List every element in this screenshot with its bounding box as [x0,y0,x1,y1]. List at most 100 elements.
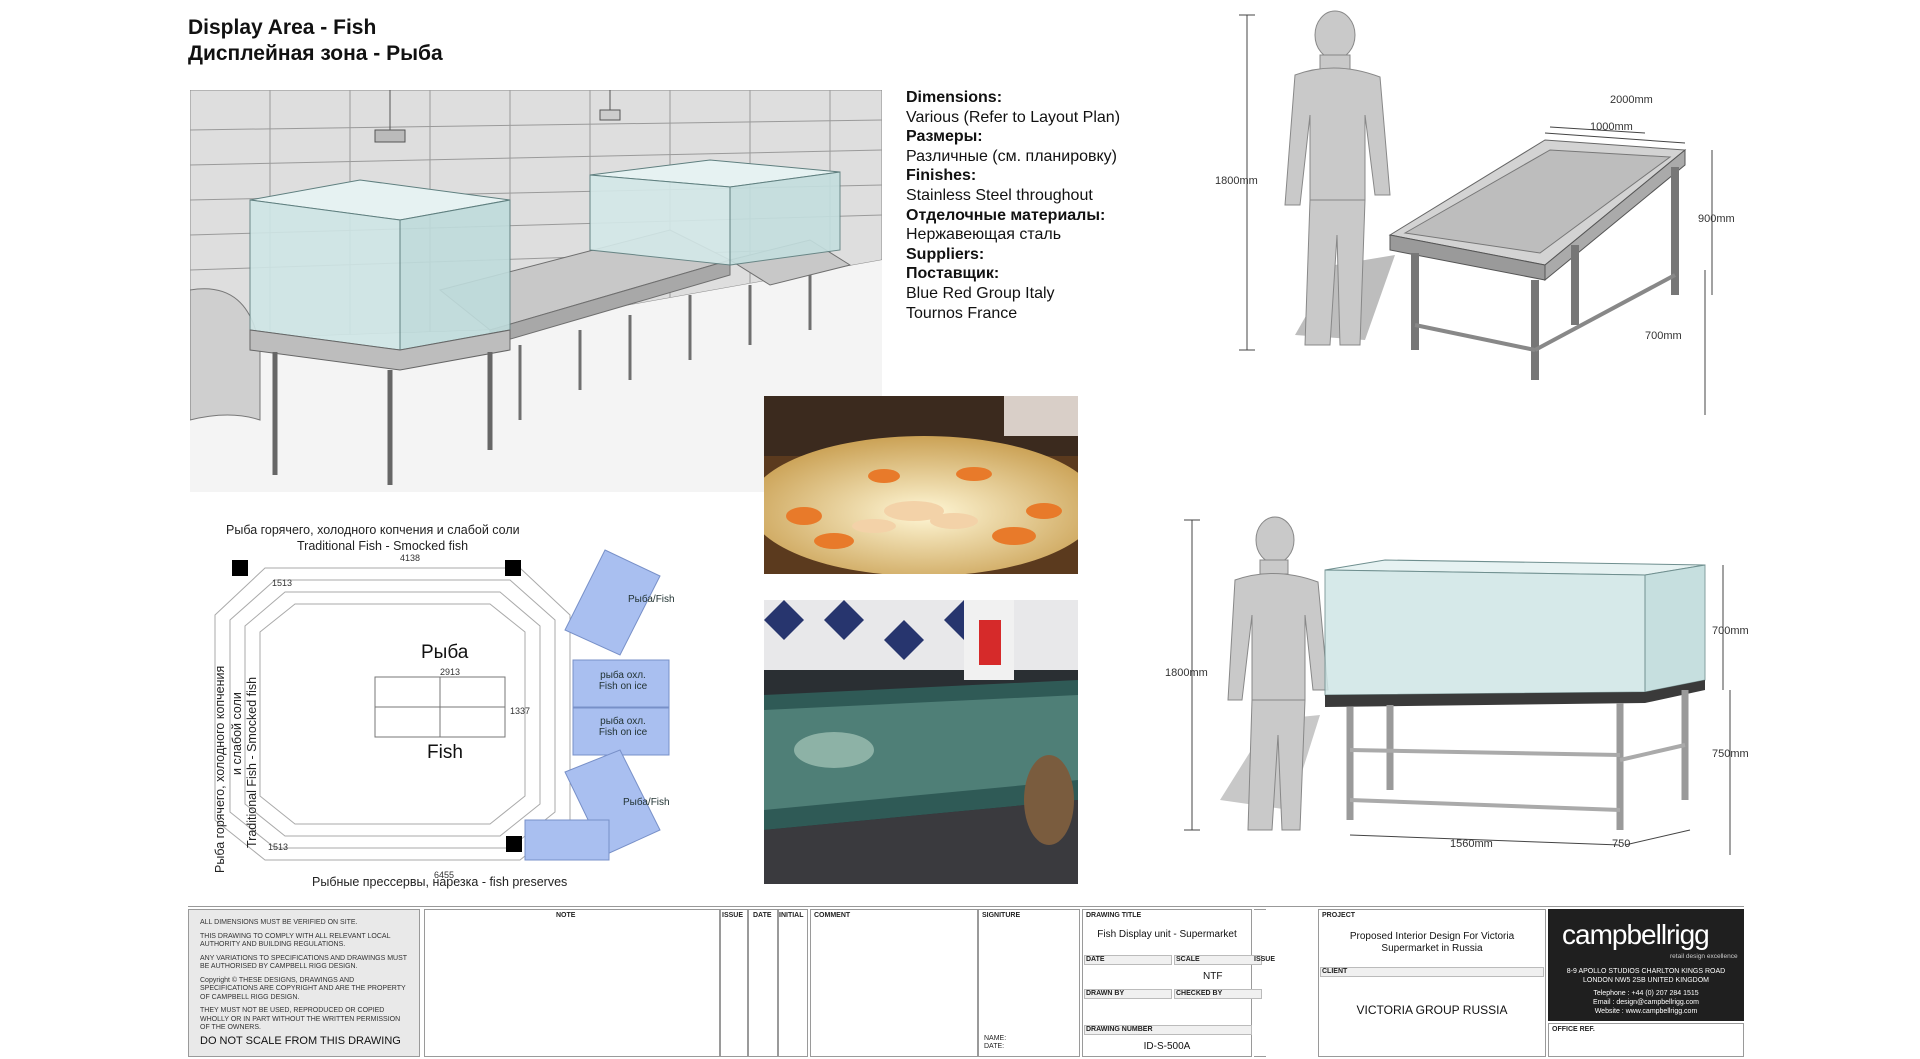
dim-bottom-depth: 750 [1612,838,1631,850]
plan-dim-left-top: 1513 [272,578,293,588]
dim-top-width: 1000mm [1590,121,1633,133]
spec-finishes-label-ru: Отделочные материалы: [906,206,1106,224]
plan-dim-left-bottom: 1513 [268,842,289,852]
issue-spacer [1254,909,1266,1057]
company-phone: Telephone : +44 (0) 207 284 1515 [1593,990,1699,997]
note-4: Copyright © THESE DESIGNS, DRAWINGS AND … [200,976,406,1001]
scale-value: NTF [1203,971,1223,982]
plan-box-ice-2-en: Fish on ice [598,727,648,738]
plan-dim-bottom: 6455 [434,870,455,880]
plan-top-label-en: Traditional Fish - Smocked fish [297,539,469,553]
col-date-header: DATE [753,912,772,919]
note-2: THIS DRAWING TO COMPLY WITH ALL RELEVANT… [200,932,391,949]
plan-box-ice-2: рыба охл. Fish on ice [598,716,648,738]
drawn-by-cell [1084,989,1172,999]
drawing-number-cell [1084,1025,1252,1035]
client-name: VICTORIA GROUP RUSSIA [1356,1003,1508,1017]
note-3: ANY VARIATIONS TO SPECIFICATIONS AND DRA… [200,954,407,971]
plan-box-ice-1: рыба охл. Fish on ice [598,670,648,692]
comment-column [810,909,978,1057]
drawing-title-label: DRAWING TITLE [1086,912,1142,919]
spec-supplier-1: Blue Red Group Italy [906,284,1055,302]
note-5: THEY MUST NOT BE USED, REPRODUCED OR COP… [200,1007,401,1031]
plan-box-ice-1-ru: рыба охл. [600,670,646,681]
company-logo-panel: campbellrigg retail design excellence 8-… [1548,909,1744,1021]
spec-finishes-label: Finishes: [906,167,977,185]
company-website: Website : www.campbellrigg.com [1594,1008,1698,1015]
notes-text: ALL DIMENSIONS MUST BE VERIFIED ON SITE.… [200,919,410,1033]
company-address: 8-9 APOLLO STUDIOS CHARLTON KINGS ROAD L… [1548,967,1744,1016]
checked-by-label: CHECKED BY [1176,990,1223,997]
company-logo-tagline: retail design excellence [1670,953,1738,960]
photo-fish-on-ice [764,396,1078,574]
dim-top-length: 2000mm [1610,94,1653,106]
plan-box-ice-2-ru: рыба охл. [600,716,646,727]
plan-dim-inner-height: 1337 [510,706,531,716]
spec-finishes-value-ru: Нержавеющая сталь [906,226,1062,244]
drawing-title: Fish Display unit - Supermarket [1097,929,1237,940]
date-column [748,909,778,1057]
spec-suppliers-label-ru: Поставщик: [906,265,1000,283]
page-title-ru: Дисплейная зона - Рыба [188,42,443,65]
dim-top-total-height: 900mm [1698,213,1735,225]
company-email: Email : design@campbellrigg.com [1593,999,1699,1006]
drawn-by-label: DRAWN BY [1086,990,1125,997]
client-cell [1320,967,1544,977]
photo-aquarium [764,600,1078,884]
dim-bottom-base-height: 750mm [1712,748,1749,760]
perspective-render [189,89,883,492]
col-initial-header: INITIAL [779,912,804,919]
spec-supplier-2: Tournos France [906,304,1018,322]
plan-side-label-en: Traditional Fish - Smocked fish [245,676,259,848]
address-line-1: 8-9 APOLLO STUDIOS CHARLTON KINGS ROAD [1566,968,1726,975]
issue-label: ISSUE [1254,956,1276,963]
plan-box-fish-top: Рыба/Fish [628,594,675,605]
date-cell [1084,955,1172,965]
project-line-2: Supermarket in Russia [1381,943,1483,954]
floor-plan [190,520,710,900]
unit-drawing-top [1215,5,1745,425]
unit-drawing-bottom [1160,500,1750,865]
project-label: PROJECT [1322,912,1356,919]
page-title-en: Display Area - Fish [188,16,377,39]
dim-bottom-tank-height: 700mm [1712,625,1749,637]
plan-top-label-ru: Рыба горячего, холодного копчения и слаб… [226,523,520,537]
company-logo-name: campbellrigg [1562,919,1710,950]
col-comment-header: COMMENT [814,912,851,919]
signature-name-label: NAME: [984,1035,1007,1042]
spec-dimensions-label: Dimensions: [906,89,1003,106]
spec-dimensions-label-ru: Размеры: [906,128,983,146]
address-line-2: LONDON NW5 2SB UNITED KINGDOM [1582,977,1709,984]
drawing-number: ID-S-500A [1143,1041,1191,1052]
scale-label: SCALE [1176,956,1200,963]
no-scale-warning: DO NOT SCALE FROM THIS DRAWING [200,1035,401,1047]
dim-top-leg-height: 700mm [1645,330,1682,342]
notes-panel [188,909,420,1057]
plan-box-ice-1-en: Fish on ice [598,681,648,692]
title-block: ALL DIMENSIONS MUST BE VERIFIED ON SITE.… [188,906,1744,1059]
project-text: Proposed Interior Design For Victoria Su… [1320,931,1544,955]
checked-by-cell [1174,989,1262,999]
floor-plan-svg [214,549,670,861]
plan-bottom-label: Рыбные прессервы, нарезка - fish preserv… [312,875,568,889]
dim-bottom-person-height: 1800mm [1165,667,1208,679]
client-label: CLIENT [1322,968,1348,975]
spec-dimensions-value: Various (Refer to Layout Plan) [906,108,1121,126]
drawing-number-label: DRAWING NUMBER [1086,1026,1153,1033]
note-column [424,909,720,1057]
plan-side-label-ru2: и слабой соли [230,692,244,775]
plan-dim-inner-width: 2913 [440,667,461,677]
scale-cell [1174,955,1262,965]
plan-center-label-ru: Рыба [421,642,469,663]
project-line-1: Proposed Interior Design For Victoria [1349,931,1515,942]
specifications: Dimensions: Various (Refer to Layout Pla… [906,88,1120,323]
col-issue-header: ISSUE [722,912,744,919]
plan-side-label-ru: Рыба горячего, холодного копчения [213,665,227,873]
signature-date-label: DATE: [984,1043,1005,1050]
note-1: ALL DIMENSIONS MUST BE VERIFIED ON SITE. [200,919,358,926]
spec-dimensions-value-ru: Различные (см. планировку) [906,147,1117,165]
plan-dim-top: 4138 [400,553,421,563]
office-ref-label: OFFICE REF. [1552,1026,1595,1033]
spec-suppliers-label: Suppliers: [906,245,985,263]
photo-fish-on-ice-svg [764,396,1078,574]
